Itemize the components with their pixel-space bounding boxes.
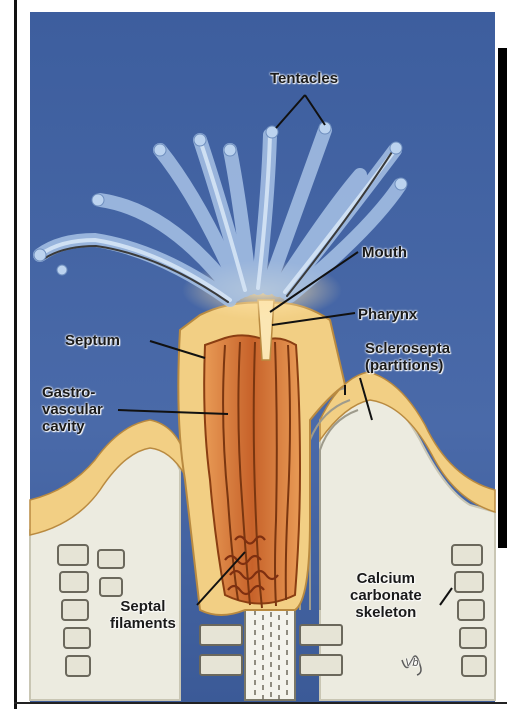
label-septal-line1: Septal [110, 598, 176, 615]
label-calcium-carbonate-skeleton: Calcium carbonate skeleton [350, 570, 422, 621]
label-pharynx: Pharynx [358, 306, 417, 323]
label-sclerosepta: Sclerosepta (partitions) [365, 340, 450, 374]
label-gastro-line3: cavity [42, 418, 103, 435]
label-septum: Septum [65, 332, 120, 349]
label-gastrovascular-cavity: Gastro- vascular cavity [42, 384, 103, 435]
label-sclerosepta-line2: (partitions) [365, 357, 450, 374]
artist-signature-text: Vb [405, 655, 418, 672]
black-side-bar [498, 48, 507, 548]
frame-left-line [14, 0, 17, 709]
label-septal-line2: filaments [110, 615, 176, 632]
label-sclerosepta-line1: Sclerosepta [365, 340, 450, 357]
label-calcium-line3: skeleton [350, 604, 422, 621]
label-gastro-line1: Gastro- [42, 384, 103, 401]
label-gastro-line2: vascular [42, 401, 103, 418]
label-tentacles: Tentacles [270, 70, 338, 87]
label-calcium-line1: Calcium [350, 570, 422, 587]
label-calcium-line2: carbonate [350, 587, 422, 604]
frame-bottom-line [14, 702, 507, 704]
label-septal-filaments: Septal filaments [110, 598, 176, 632]
label-mouth: Mouth [362, 244, 407, 261]
